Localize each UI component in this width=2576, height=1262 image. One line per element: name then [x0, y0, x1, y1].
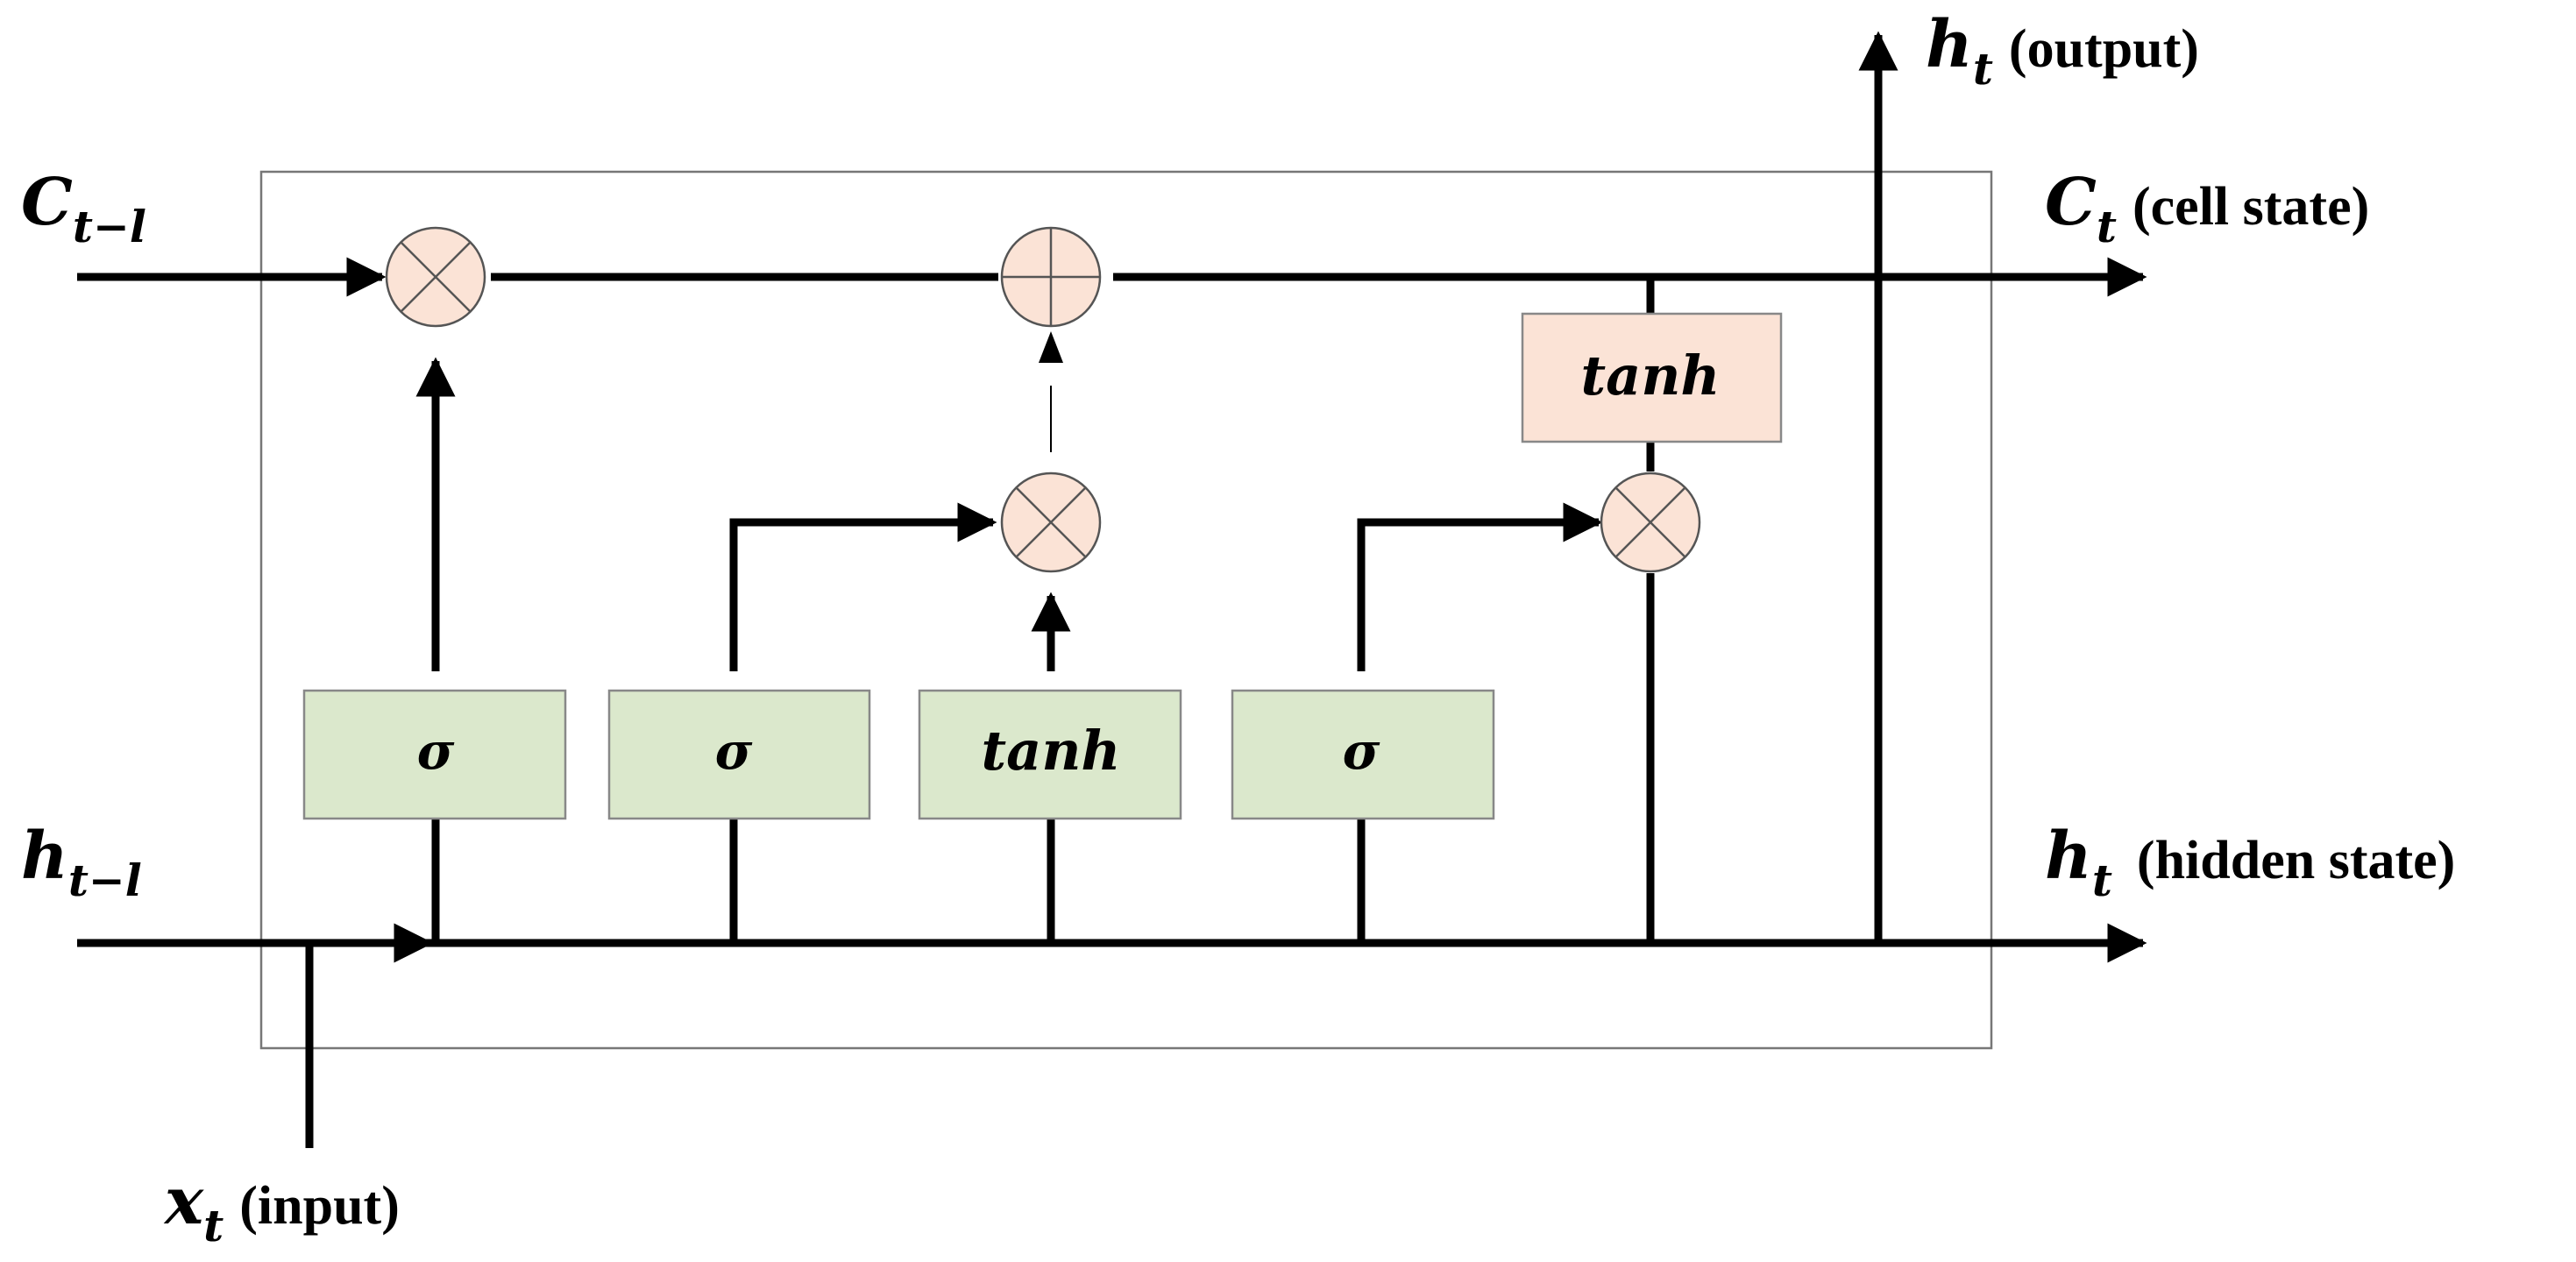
output-label: ht(output): [1926, 7, 2199, 95]
output-multiply-op: [1600, 471, 1701, 573]
hidden-state-output-label: ht(hidden state): [2045, 819, 2455, 906]
input-product-arrowhead: [1039, 331, 1063, 363]
forget-multiply-op: [385, 226, 486, 328]
cell-state-output-label: Ct(cell state): [2045, 165, 2369, 252]
forget-gate-box: σ: [302, 689, 567, 820]
cell-state-input-label: Ct−l: [21, 165, 146, 252]
input-label: xt(input): [163, 1164, 400, 1251]
input-multiply-op: [1000, 471, 1102, 573]
cell-tanh-label: tanh: [1581, 344, 1721, 408]
input-gate-label: σ: [715, 721, 753, 781]
candidate-gate-label: tanh: [982, 719, 1121, 783]
output-gate-out-line: [1357, 502, 1603, 671]
cell-frame: [259, 170, 1993, 1050]
hidden-state-input-label: ht−l: [21, 819, 142, 906]
cell-tanh-box: tanh: [1521, 312, 1783, 443]
output-gate-box: σ: [1231, 689, 1495, 820]
input-gate-box: σ: [607, 689, 871, 820]
candidate-gate-box: tanh: [918, 689, 1182, 820]
forget-gate-label: σ: [417, 721, 455, 781]
output-gate-label: σ: [1343, 721, 1380, 781]
input-gate-out-line: [729, 502, 997, 671]
cell-add-op: [1000, 226, 1102, 328]
